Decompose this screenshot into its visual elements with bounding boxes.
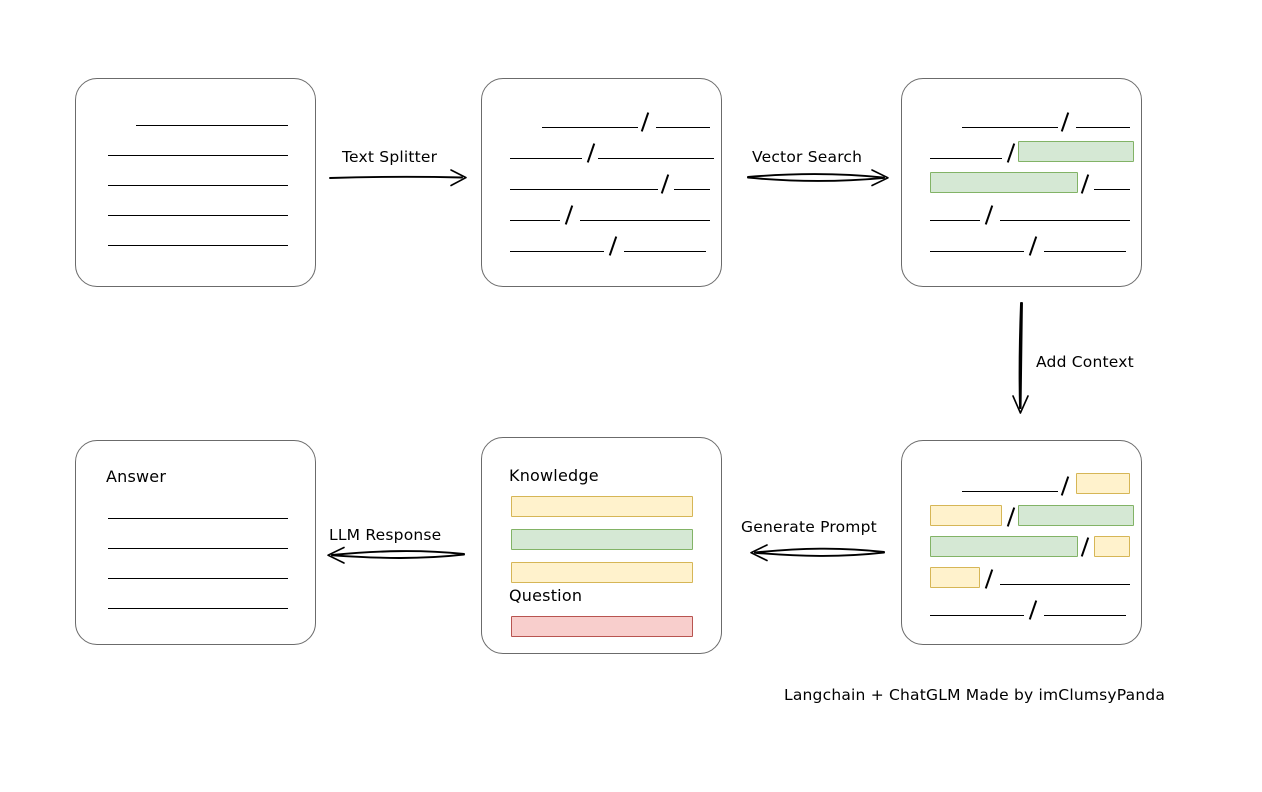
answer-label: Answer [106, 467, 167, 486]
arrow-llm-response [327, 546, 465, 564]
edge-label-text-splitter: Text Splitter [342, 148, 438, 166]
chunk-segment [930, 251, 1024, 252]
chunk-slash-icon [1006, 507, 1016, 527]
chunk-segment-highlight-yellow [930, 505, 1002, 526]
chunk-slash-icon [564, 205, 574, 225]
chunk-segment [1000, 220, 1130, 221]
chunk-segment [598, 158, 714, 159]
chunk-segment-highlight-green [1018, 505, 1134, 526]
chunk-slash-icon [1060, 476, 1070, 496]
chunk-slash-icon [660, 174, 670, 194]
chunk-slash-icon [586, 143, 596, 163]
chunk-segment [510, 251, 604, 252]
answer-line [108, 548, 288, 549]
chunk-segment [510, 158, 582, 159]
chunk-segment [542, 127, 638, 128]
chunk-segment [930, 158, 1002, 159]
document-line [108, 185, 288, 186]
chunk-segment [1000, 584, 1130, 585]
chunk-slash-icon [984, 569, 994, 589]
node-answer[interactable]: Answer [75, 440, 316, 645]
chunk-slash-icon [640, 112, 650, 132]
document-line [108, 215, 288, 216]
chunk-segment-highlight-green [930, 536, 1078, 557]
node-split-chunks[interactable] [481, 78, 722, 287]
arrow-add-context [1012, 302, 1029, 414]
chunk-segment [1044, 251, 1126, 252]
chunk-segment-highlight-yellow [1094, 536, 1130, 557]
answer-line [108, 578, 288, 579]
chunk-segment [930, 615, 1024, 616]
arrow-vector-search [747, 169, 889, 187]
chunk-segment [930, 220, 980, 221]
node-prompt[interactable]: Knowledge Question [481, 437, 722, 654]
chunk-segment [510, 189, 658, 190]
chunk-segment [962, 127, 1058, 128]
knowledge-bar [511, 562, 693, 583]
answer-line [108, 518, 288, 519]
document-line [108, 155, 288, 156]
chunk-slash-icon [1060, 112, 1070, 132]
document-line [108, 245, 288, 246]
chunk-segment [624, 251, 706, 252]
chunk-slash-icon [1028, 600, 1038, 620]
chunk-segment [962, 491, 1058, 492]
chunk-slash-icon [1006, 143, 1016, 163]
node-context-chunks[interactable] [901, 440, 1142, 645]
answer-line [108, 608, 288, 609]
chunk-slash-icon [1028, 236, 1038, 256]
chunk-segment [656, 127, 710, 128]
arrow-text-splitter [329, 169, 467, 187]
chunk-slash-icon [608, 236, 618, 256]
edge-label-add-context: Add Context [1036, 353, 1134, 371]
chunk-segment [510, 220, 560, 221]
chunk-segment [1076, 127, 1130, 128]
edge-label-llm-response: LLM Response [329, 526, 442, 544]
knowledge-bar [511, 529, 693, 550]
chunk-segment-highlight-yellow [1076, 473, 1130, 494]
node-vector-matches[interactable] [901, 78, 1142, 287]
chunk-segment-highlight-green [930, 172, 1078, 193]
edge-label-vector-search: Vector Search [752, 148, 863, 166]
chunk-segment [674, 189, 710, 190]
knowledge-bar [511, 496, 693, 517]
chunk-slash-icon [1080, 537, 1090, 557]
chunk-segment-highlight-yellow [930, 567, 980, 588]
question-bar [511, 616, 693, 637]
edge-label-generate-prompt: Generate Prompt [741, 518, 877, 536]
document-line [136, 125, 288, 126]
chunk-segment [580, 220, 710, 221]
question-label: Question [509, 586, 583, 605]
footer-credit: Langchain + ChatGLM Made by imClumsyPand… [784, 686, 1166, 704]
chunk-segment [1094, 189, 1130, 190]
knowledge-label: Knowledge [509, 466, 599, 485]
chunk-slash-icon [1080, 174, 1090, 194]
chunk-slash-icon [984, 205, 994, 225]
chunk-segment [1044, 615, 1126, 616]
chunk-segment-highlight-green [1018, 141, 1134, 162]
arrow-generate-prompt [750, 544, 885, 562]
node-source-document[interactable] [75, 78, 316, 287]
